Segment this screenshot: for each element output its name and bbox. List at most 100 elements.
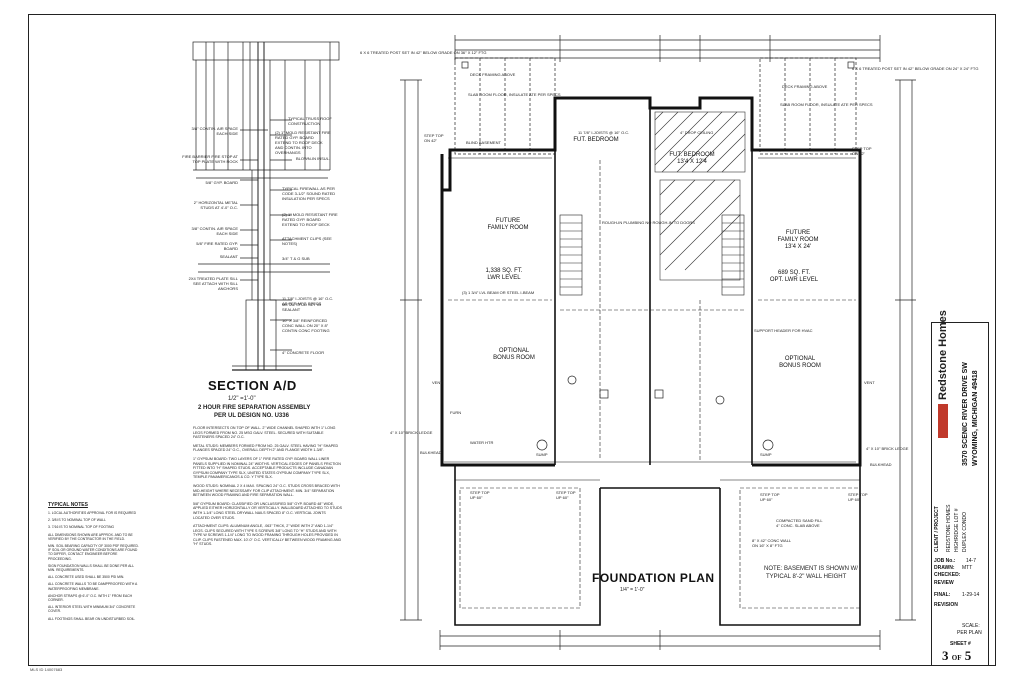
plan-label-vent-l: VENT — [432, 380, 443, 385]
drawn-label: DRAWN: — [934, 565, 955, 571]
plan-label-compacted: COMPACTED SAND FILL 4" CONC. SLAB ABOVE — [776, 518, 823, 528]
plan-label-treated-post-l: 6 X 6 TREATED POST SET IN 42" BELOW GRAD… — [360, 50, 487, 55]
job-no-label: JOB No.: — [934, 558, 956, 564]
job-no: 14-7 — [966, 558, 977, 564]
final-date: 1-29-14 — [962, 592, 980, 598]
typical-notes-title: TYPICAL NOTES — [48, 502, 88, 508]
watermark: MLS ID 14007683 — [30, 667, 63, 672]
plan-label-deck-framing2: DECK FRAMING ABOVE — [782, 84, 828, 89]
room-label: FUT. BEDROOM — [573, 137, 619, 143]
plan-note-2: TYPICAL 8'-2" WALL HEIGHT — [766, 574, 847, 580]
room-label: FUTURE FAMILY ROOM — [487, 218, 529, 231]
section-callout: METAL STUD SET IN SEALANT — [282, 302, 321, 312]
typical-note-item: MIN. SOIL BEARING CAPACITY OF 3000 PSF R… — [48, 544, 139, 561]
checked-label: CHECKED: — [934, 572, 961, 578]
section-callout: (2) 1" MOLD RESISTANT FIRE RATED GYP. BO… — [275, 130, 331, 155]
typical-note-item: ALL DIMENSIONS SHOWN ARE APPROX. AND TO … — [48, 532, 133, 541]
section-roof-band — [192, 41, 340, 61]
company-name: Redstone Homes — [937, 310, 949, 400]
scale-label: SCALE: — [962, 623, 980, 629]
sheet-number: 3 OF 5 — [942, 648, 972, 663]
section-callout: 4" CONCRETE FLOOR — [282, 350, 325, 355]
section-callout: 2X4 TREATED PLATE SILL SEE ATTACH WITH S… — [188, 276, 238, 291]
section-subtitle-2: PER UL DESIGN NO. U336 — [214, 413, 289, 419]
section-callout: 10" X 3/8" REINFORCED CONC WALL ON 20" X… — [282, 318, 330, 333]
title-block — [931, 322, 989, 666]
plan-note-1: NOTE: BASEMENT IS SHOWN W/ — [764, 566, 858, 572]
section-callout: (2) 1" MOLD RESISTANT FIRE RATED GYP. BO… — [282, 212, 338, 227]
plan-label-joists: 11 7/8" I-JOISTS @ 16" O.C. — [578, 130, 630, 135]
plan-label-vent-r: VENT — [864, 380, 875, 385]
plan-label-crawl: 4" DROP CEILING — [680, 130, 714, 135]
room-label: OPTIONAL BONUS ROOM — [779, 356, 821, 369]
plan-label-treated-post-r: 6 X 6 TREATED POST SET IN 42" BELOW GRAD… — [852, 66, 979, 71]
plan-label-support: SUPPORT HEADER FOR HVAC — [754, 328, 813, 333]
plan-label-step-top-1: STEP TOP UP 60" — [470, 490, 490, 500]
typical-note-item: ALL INTERIOR STEEL WITH MINIMUM 3/4" CON… — [48, 605, 136, 614]
section-callout: 3/8" CONTIN. AIR SPACE EACH SIDE — [191, 126, 238, 136]
typical-note-item: ALL CONCRETE WALLS TO BE DAMPPROOFED WIT… — [48, 582, 138, 591]
plan-label-slab-r: SLAB ROOM FLOOR, INSULATE ATE PER SPECS — [780, 102, 873, 107]
revision-label: REVISION — [934, 602, 958, 608]
room-label: FUTURE FAMILY ROOM 13'4 X 24' — [777, 230, 819, 250]
plan-title: FOUNDATION PLAN — [592, 571, 715, 585]
section-callout: 2" HORIZONTAL METAL STUDS AT 4'-0" O.C. — [193, 200, 238, 210]
plan-label-sump-r: SUMP — [760, 452, 772, 457]
section-note: ATTACHMENT CLIPS: ALUMINUM ANGLE, .063" … — [193, 524, 342, 547]
client-line-1: REDSTONE HOMES — [946, 504, 952, 552]
typical-note-item: ALL FOOTINGS SHALL BEAR ON UNDISTURBED S… — [48, 616, 136, 621]
typical-note-item: SIGN FOUNDATION WALLS SHALL BE DONE PER … — [48, 563, 135, 573]
section-note: WOOD STUDS: NOMINAL 2 X 4 MAX. SPACING 2… — [193, 483, 340, 498]
plan-label-beam: (3) 1 3/4" LVL BEAM OR STEEL I-BEAM — [462, 290, 535, 295]
section-scale: 1/2" =1'-0" — [228, 396, 256, 402]
section-callout: TYPICAL TRUSS ROOF CONSTRUCTION — [288, 116, 332, 126]
section-title: SECTION A/D — [208, 378, 297, 393]
typical-notes-list: 1. LOCAL AUTHORITIES APPROVAL FOR IS REQ… — [48, 511, 140, 624]
client-label: CLIENT / PROJECT — [934, 506, 940, 552]
plan-label-egress-l: BLIND BASEMENT — [466, 140, 501, 145]
section-note: 5/8" GYPSUM BOARD: CLASSIFIED OR UNCLASS… — [193, 501, 342, 520]
plan-label-step-top-3: STEP TOP UP 60" — [760, 492, 780, 502]
typical-note-item: 3. 7/16 IS TO NOMINAL TOP OF FOOTING — [48, 525, 115, 530]
redstone-logo-icon — [938, 404, 948, 438]
room-label: OPTIONAL BONUS ROOM — [493, 348, 535, 361]
room-label: FUT. BEDROOM 13'4 X 12'4 — [669, 152, 715, 165]
section-callout: TYPICAL FIREWALL AS PER CODE 3-1/2" SOUN… — [282, 186, 336, 201]
drawn-by: MTT — [962, 565, 973, 571]
section-note: FLOOR INTERSECTS ON TOP OF WALL. 2" WIDE… — [193, 426, 336, 440]
section-callout: 11 7/8" I-JOISTS @ 16" O.C. AS PER MFG S… — [282, 296, 334, 306]
section-callout: 3/4" T & G SUB — [282, 256, 310, 261]
final-label: FINAL: — [934, 592, 951, 598]
sheet-border — [28, 14, 996, 666]
plan-label-bulkhead-l: BULKHEAD — [420, 450, 442, 455]
plan-label-slab-l: SLAB ROOM FLOOR, INSULATE ATE PER SPECS — [468, 92, 561, 97]
client-line-3: DUPLEX CONDO — [962, 511, 968, 552]
section-callout: FIRE BARRIER FIRE STOP AT TOP PLATE WITH… — [182, 154, 238, 164]
plan-label-water-htr: WATER HTR — [470, 440, 494, 445]
section-subtitle-1: 2 HOUR FIRE SEPARATION ASSEMBLY — [198, 405, 311, 411]
section-callout: SEALANT — [219, 254, 238, 259]
plan-label-step-top-2: STEP TOP UP 60" — [556, 490, 576, 500]
section-note: METAL STUDS: MEMBERS FORMED FROM NO. 25 … — [193, 443, 339, 453]
typical-note-item: 2. 3/8 IS TO NOMINAL TOP OF WALL — [48, 518, 106, 523]
room-label: 1,338 SQ. FT. LWR LEVEL — [485, 268, 523, 281]
client-line-2: HIGHRIDGE LOT # — [954, 508, 960, 552]
plan-scale: 1/4" = 1'-0" — [620, 587, 645, 593]
address-line-2: WYOMING, MICHIGAN 49418 — [972, 370, 979, 466]
section-callout: 5/8" GYP. BOARD — [205, 180, 238, 185]
typical-note-item: 1. LOCAL AUTHORITIES APPROVAL FOR IS REQ… — [48, 511, 137, 515]
typical-note-item: ALL CONCRETE USED SHALL BE 3500 PSI MIN. — [48, 575, 125, 580]
plan-label-conc-wall: 8" X 42" CONC WALL ON 16" X 8" FTG — [752, 538, 792, 548]
section-callout: ATTACHMENT CLIPS (SEE NOTES) — [282, 236, 332, 246]
plan-label-deck-framing: DECK FRAMING ABOVE — [470, 72, 516, 77]
plan-label-step-top-4: STEP TOP UP 60" — [848, 492, 868, 502]
typical-note-item: ANCHOR STRAPS @ 6'-0" O.C. WITH 1" FROM … — [48, 593, 133, 603]
section-callout: BLOWN-IN INSUL. — [296, 156, 331, 161]
plan-label-bulkhead-r: BULKHEAD — [870, 462, 892, 467]
plan-label-step-top-r: STEP TOP ON 42" — [852, 146, 872, 156]
room-label: 689 SQ. FT. OPT. LWR LEVEL — [769, 270, 819, 283]
plan-label-brick-ledge-r: 4" X 10" BRICK LEDGE — [866, 446, 909, 451]
plan-label-furn: FURN — [450, 410, 462, 415]
plan-label-brick-ledge-l: 4" X 10" BRICK LEDGE — [390, 430, 433, 435]
